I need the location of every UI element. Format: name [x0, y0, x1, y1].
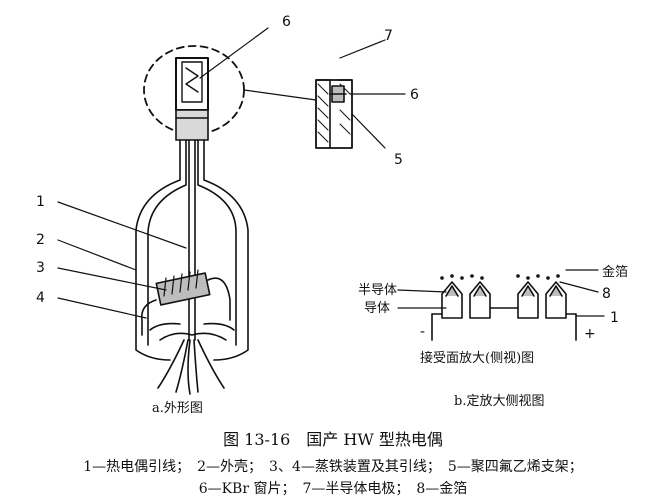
callout-1-b: 1 — [610, 310, 619, 326]
sign-plus: + — [584, 326, 596, 342]
thermocouple-outline — [135, 45, 249, 395]
caption-b: b.定放大侧视图 — [454, 394, 544, 409]
receiver-side-view — [397, 269, 605, 341]
callout-1: 1 — [36, 194, 45, 210]
window-detail — [315, 39, 406, 149]
callout-6-top: 6 — [282, 14, 291, 30]
callout-5: 5 — [394, 152, 403, 168]
figure-title: 图 13-16 国产 HW 型热电偶 — [223, 430, 443, 449]
caption-a: a.外形图 — [152, 401, 203, 416]
label-semiconductor-2: 导体 — [364, 301, 390, 316]
callout-8: 8 — [602, 286, 611, 302]
callout-4: 4 — [36, 290, 45, 306]
legend-line-2: 6—KBr 窗片； 7—半导体电极； 8—金箔 — [198, 481, 468, 497]
callout-6-detail: 6 — [410, 87, 419, 103]
callout-7: 7 — [384, 28, 393, 44]
callout-3: 3 — [36, 260, 45, 276]
receiver-sublabel: 接受面放大(侧视)图 — [420, 350, 534, 366]
legend-line-1: 1—热电偶引线； 2—外壳； 3、4—蒸铁装置及其引线； 5—聚四氟乙烯支架； — [83, 459, 583, 475]
label-gold-foil: 金箔 — [602, 264, 628, 280]
callout-2: 2 — [36, 232, 45, 248]
sign-minus: - — [420, 324, 425, 340]
label-semiconductor-1: 半导体 — [358, 283, 397, 298]
callout-leaders-a — [57, 27, 317, 319]
